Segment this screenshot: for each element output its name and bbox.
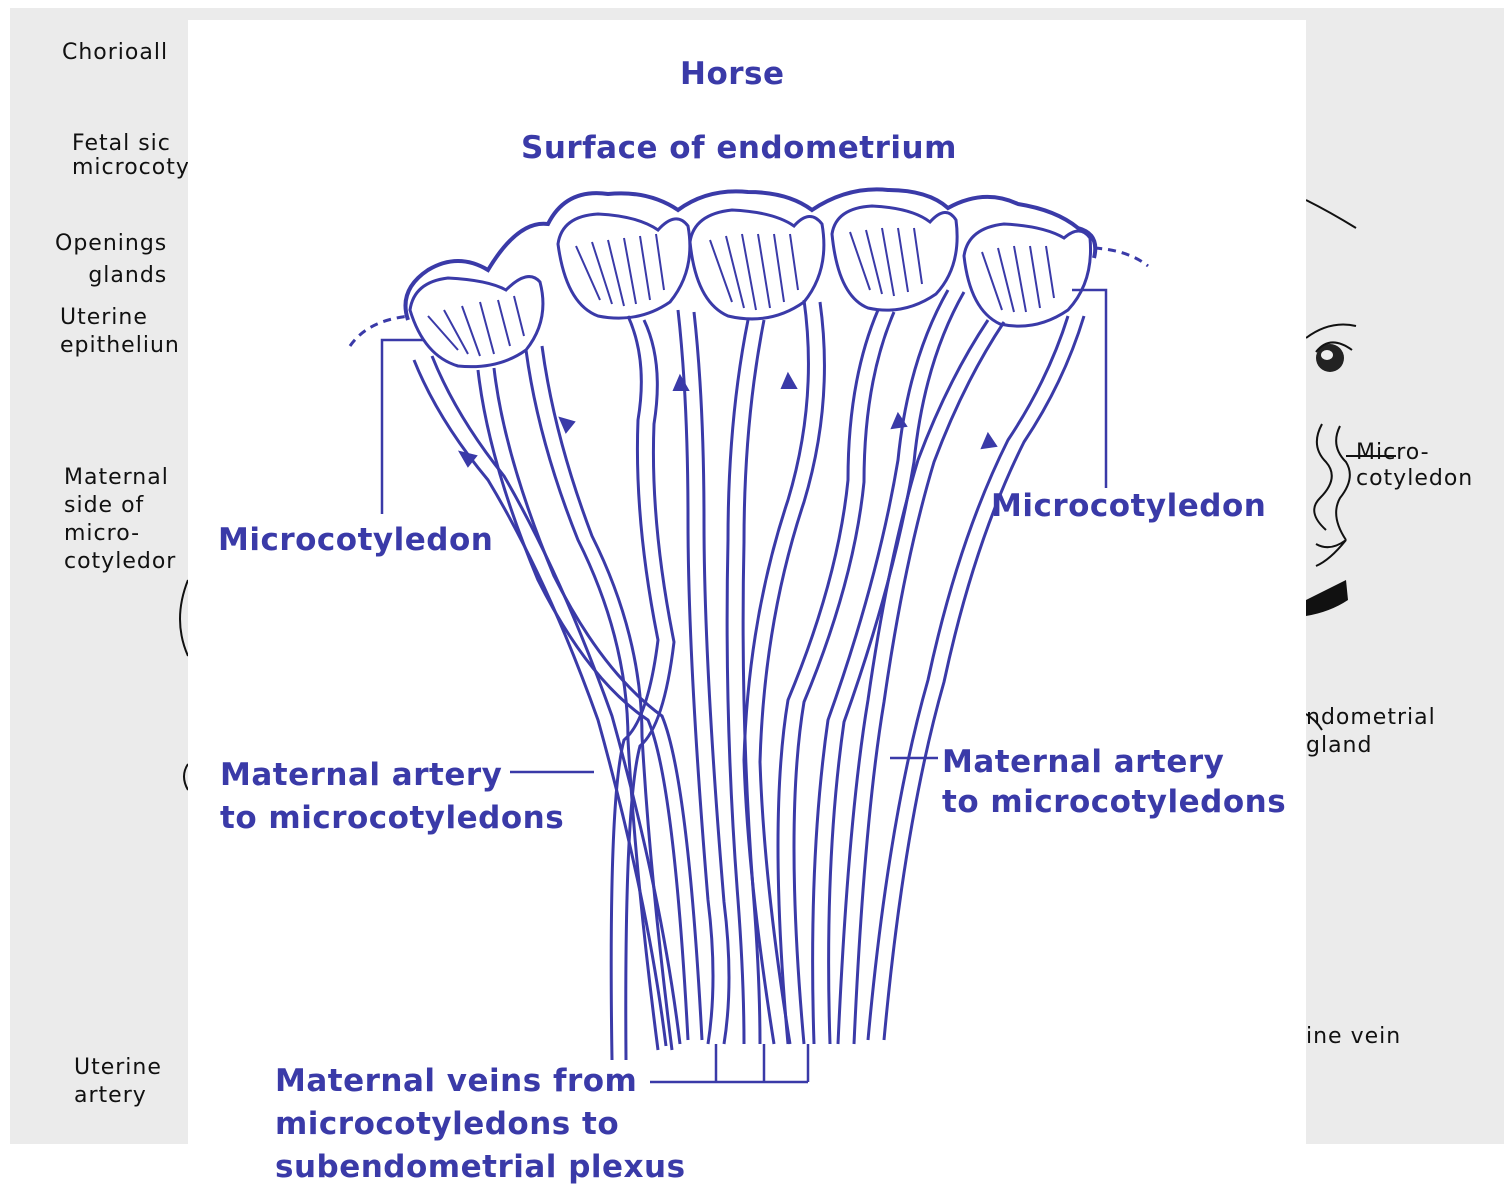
leader-microcotyledon-right xyxy=(1072,290,1106,488)
label-artery-right: Maternal artery to microcotyledons xyxy=(942,742,1286,822)
dashed-extension-right xyxy=(1094,248,1148,266)
label-artery-left: Maternal artery to microcotyledons xyxy=(220,754,564,840)
microcotyledon-cup-1 xyxy=(410,277,543,367)
diagram-subtitle: Surface of endometrium xyxy=(521,128,957,168)
label-microcotyledon-right: Microcotyledon xyxy=(991,486,1266,526)
surface-outline xyxy=(406,189,1096,320)
label-maternal-veins: Maternal veins from microcotyledons to s… xyxy=(275,1060,686,1189)
microcotyledon-vessel-diagram xyxy=(188,20,1306,1188)
dashed-extension-left xyxy=(350,316,410,346)
maternal-vessels xyxy=(414,290,1084,1060)
vessel-center-b xyxy=(743,320,764,1044)
vessel-2b xyxy=(494,368,702,1040)
artery-right-inner xyxy=(884,316,1084,1040)
diagram-title: Horse xyxy=(680,54,785,94)
horse-diagram-panel: Horse Surface of endometrium Microcotyle… xyxy=(188,20,1306,1188)
cup-flow-arrows xyxy=(428,228,1054,356)
vessel-2a xyxy=(478,370,688,1040)
label-microcotyledon-left: Microcotyledon xyxy=(218,520,493,560)
microcotyledon-cup-5 xyxy=(964,224,1091,326)
